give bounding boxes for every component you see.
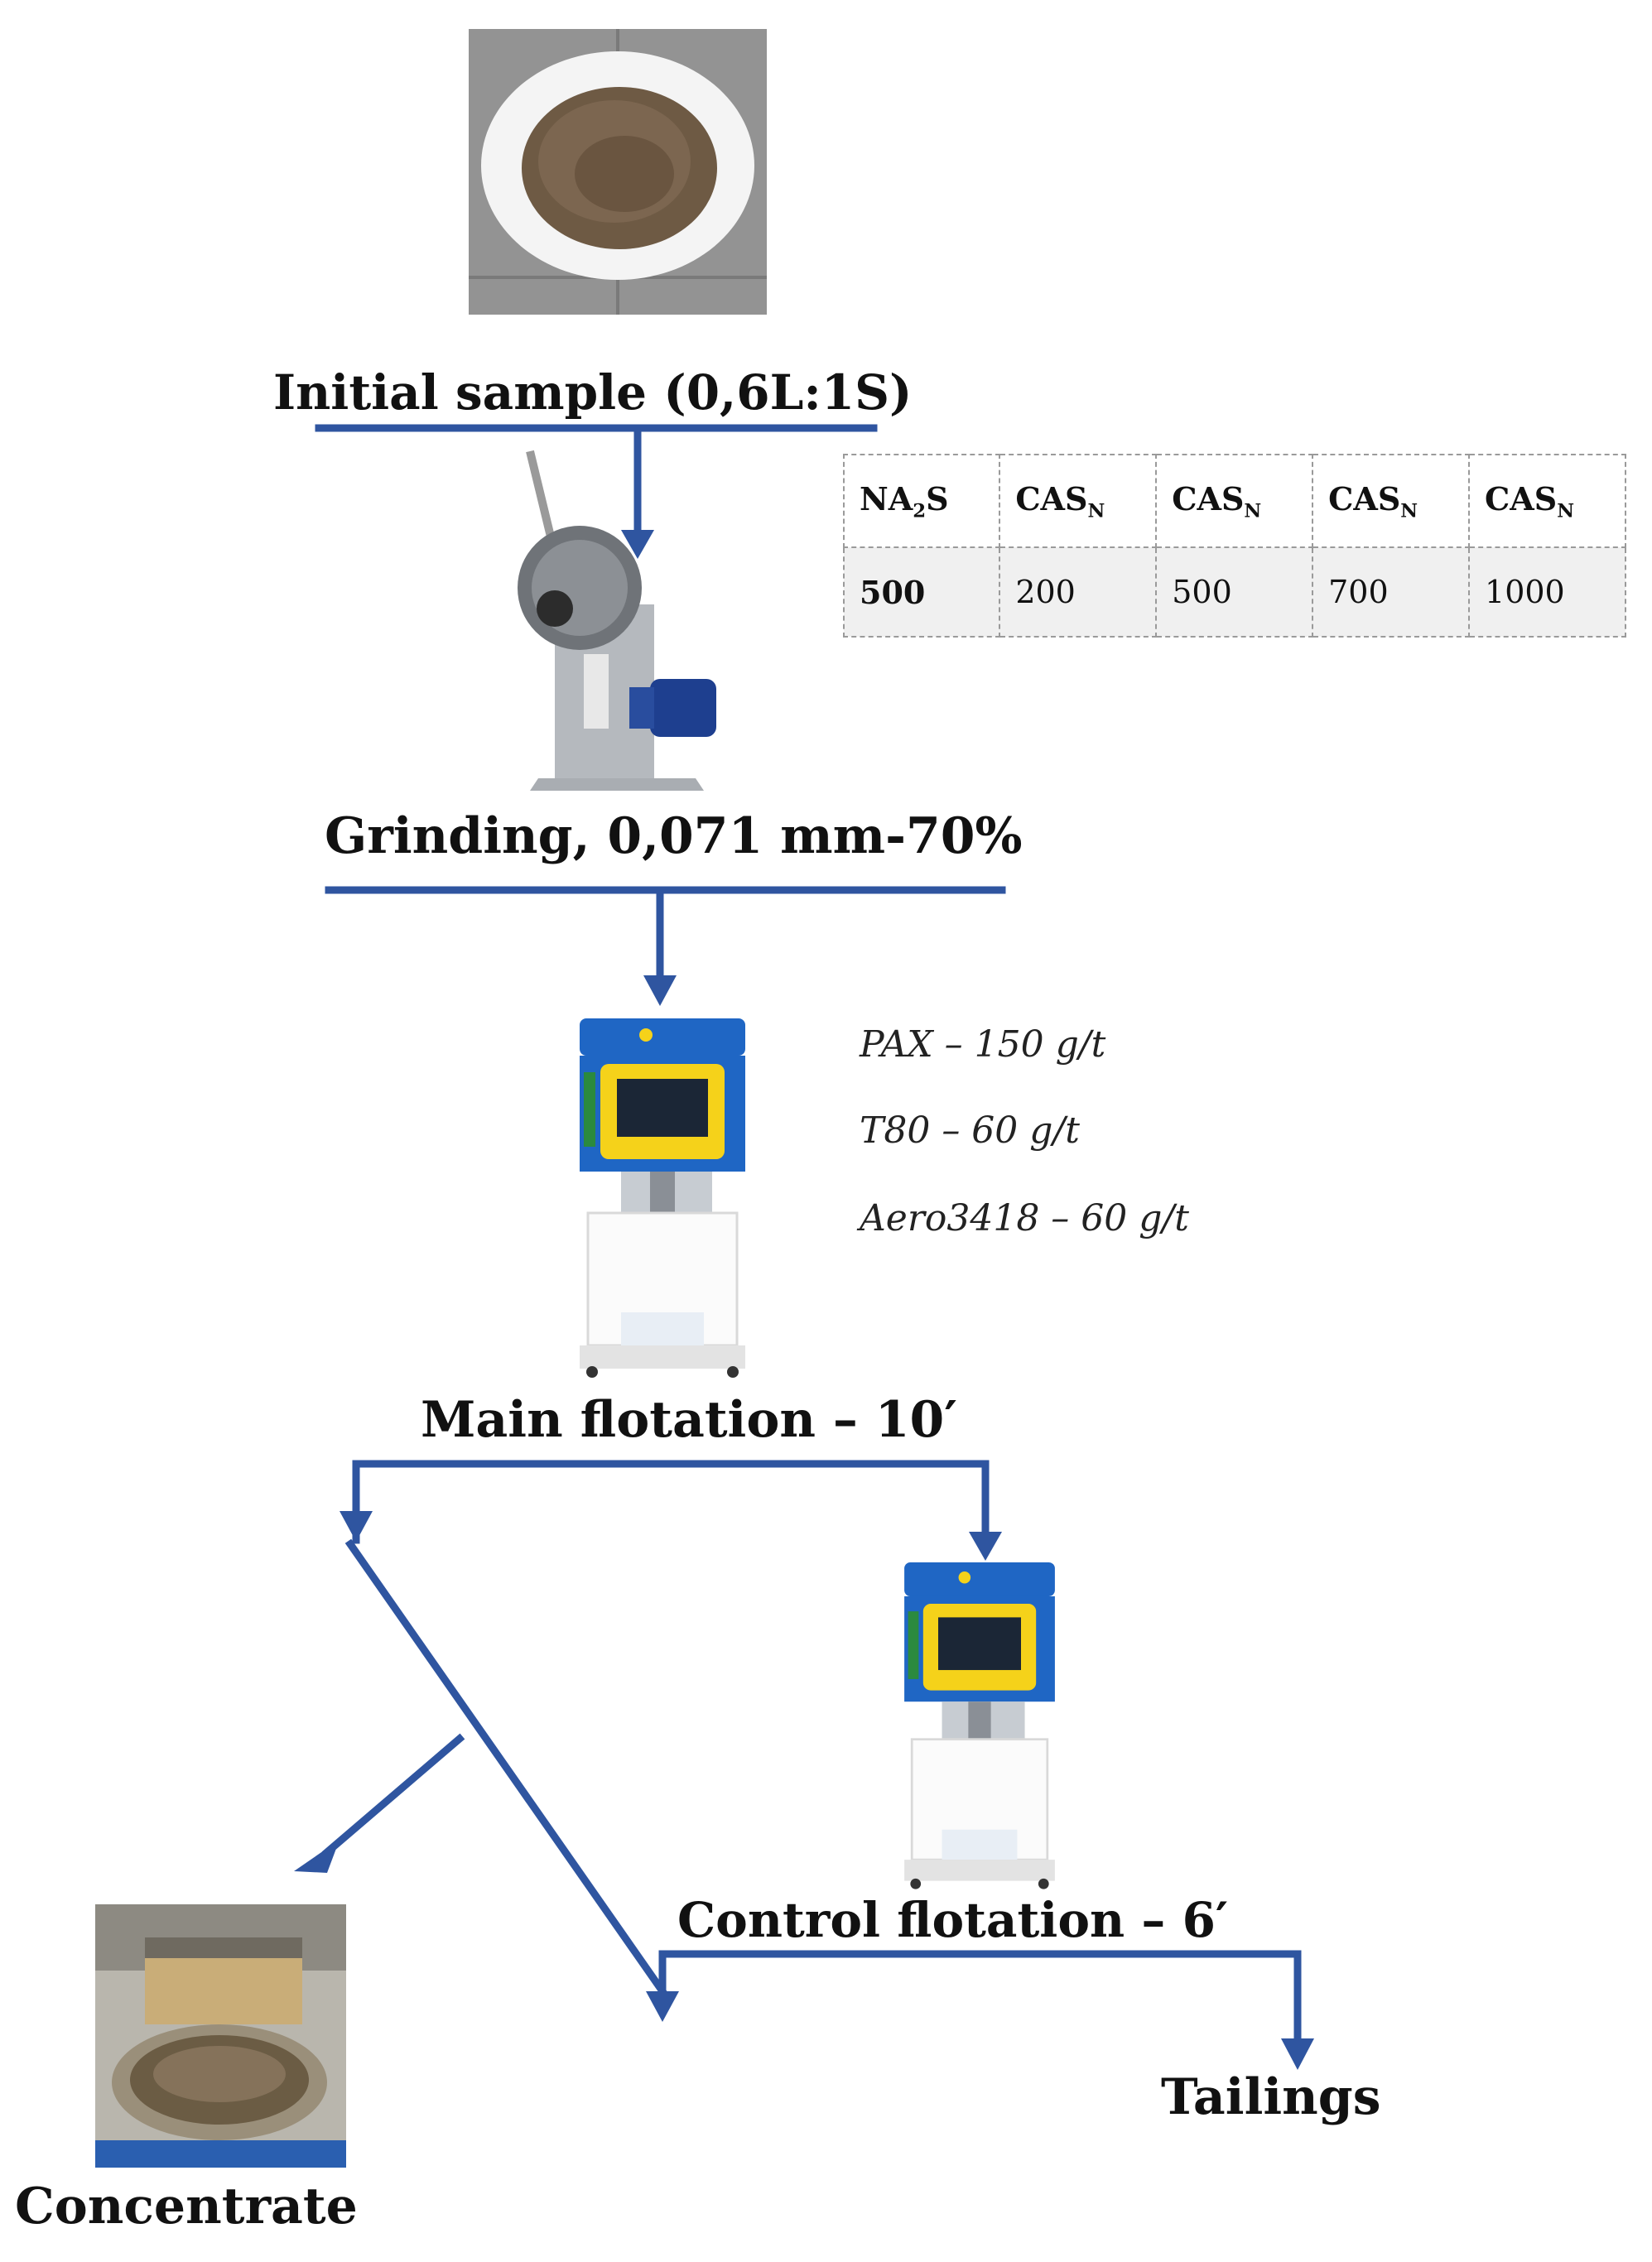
initial-sample-photo	[469, 29, 767, 315]
arrow-concentrate-branch	[340, 1511, 373, 1542]
value-na2s: 500	[842, 546, 1001, 638]
value-cas-3: 700	[1312, 546, 1471, 638]
arrow-to-control-flotation	[969, 1532, 1002, 1561]
arrow-to-concentrate	[294, 1840, 340, 1873]
dosage-table-header-row: NA2S CASN CASN CASN CASN	[842, 454, 1626, 548]
control-flotation-label: Control flotation – 6′	[677, 1892, 1229, 1948]
header-cas-2: CASN	[1155, 454, 1314, 548]
value-cas-1: 200	[999, 546, 1158, 638]
header-cas-3: CASN	[1312, 454, 1471, 548]
concentrate-label: Concentrate	[15, 2178, 358, 2236]
main-flotation-label: Main flotation – 10′	[421, 1391, 958, 1449]
dosage-table: NA2S CASN CASN CASN CASN 500 200 500 700…	[842, 454, 1626, 638]
control-flotation-machine-photo	[904, 1562, 1055, 1889]
main-flotation-machine-photo	[580, 1018, 745, 1378]
value-cas-2: 500	[1155, 546, 1314, 638]
dosage-table-value-row: 500 200 500 700 1000	[842, 546, 1626, 638]
reagent-aero3418: Aero3418 – 60 g/t	[860, 1197, 1189, 1239]
grinding-mill-photo	[518, 450, 716, 791]
grinding-label: Grinding, 0,071 mm-70%	[325, 807, 1023, 865]
arrow-control-concentrate	[646, 1991, 679, 2022]
arrow-to-tailings	[1281, 2038, 1314, 2070]
arrow-to-main-flotation	[643, 975, 677, 1006]
concentrate-photo	[95, 1904, 346, 2168]
arrow-to-grinder	[621, 530, 654, 559]
reagent-pax: PAX – 150 g/t	[860, 1023, 1106, 1066]
reagent-t80: T80 – 60 g/t	[860, 1109, 1080, 1152]
header-cas-4: CASN	[1468, 454, 1626, 548]
initial-sample-label: Initial sample (0,6L:1S)	[273, 364, 913, 421]
header-cas-1: CASN	[999, 454, 1158, 548]
value-cas-4: 1000	[1468, 546, 1626, 638]
header-na2s: NA2S	[842, 454, 1001, 548]
tailings-label: Tailings	[1161, 2068, 1381, 2126]
